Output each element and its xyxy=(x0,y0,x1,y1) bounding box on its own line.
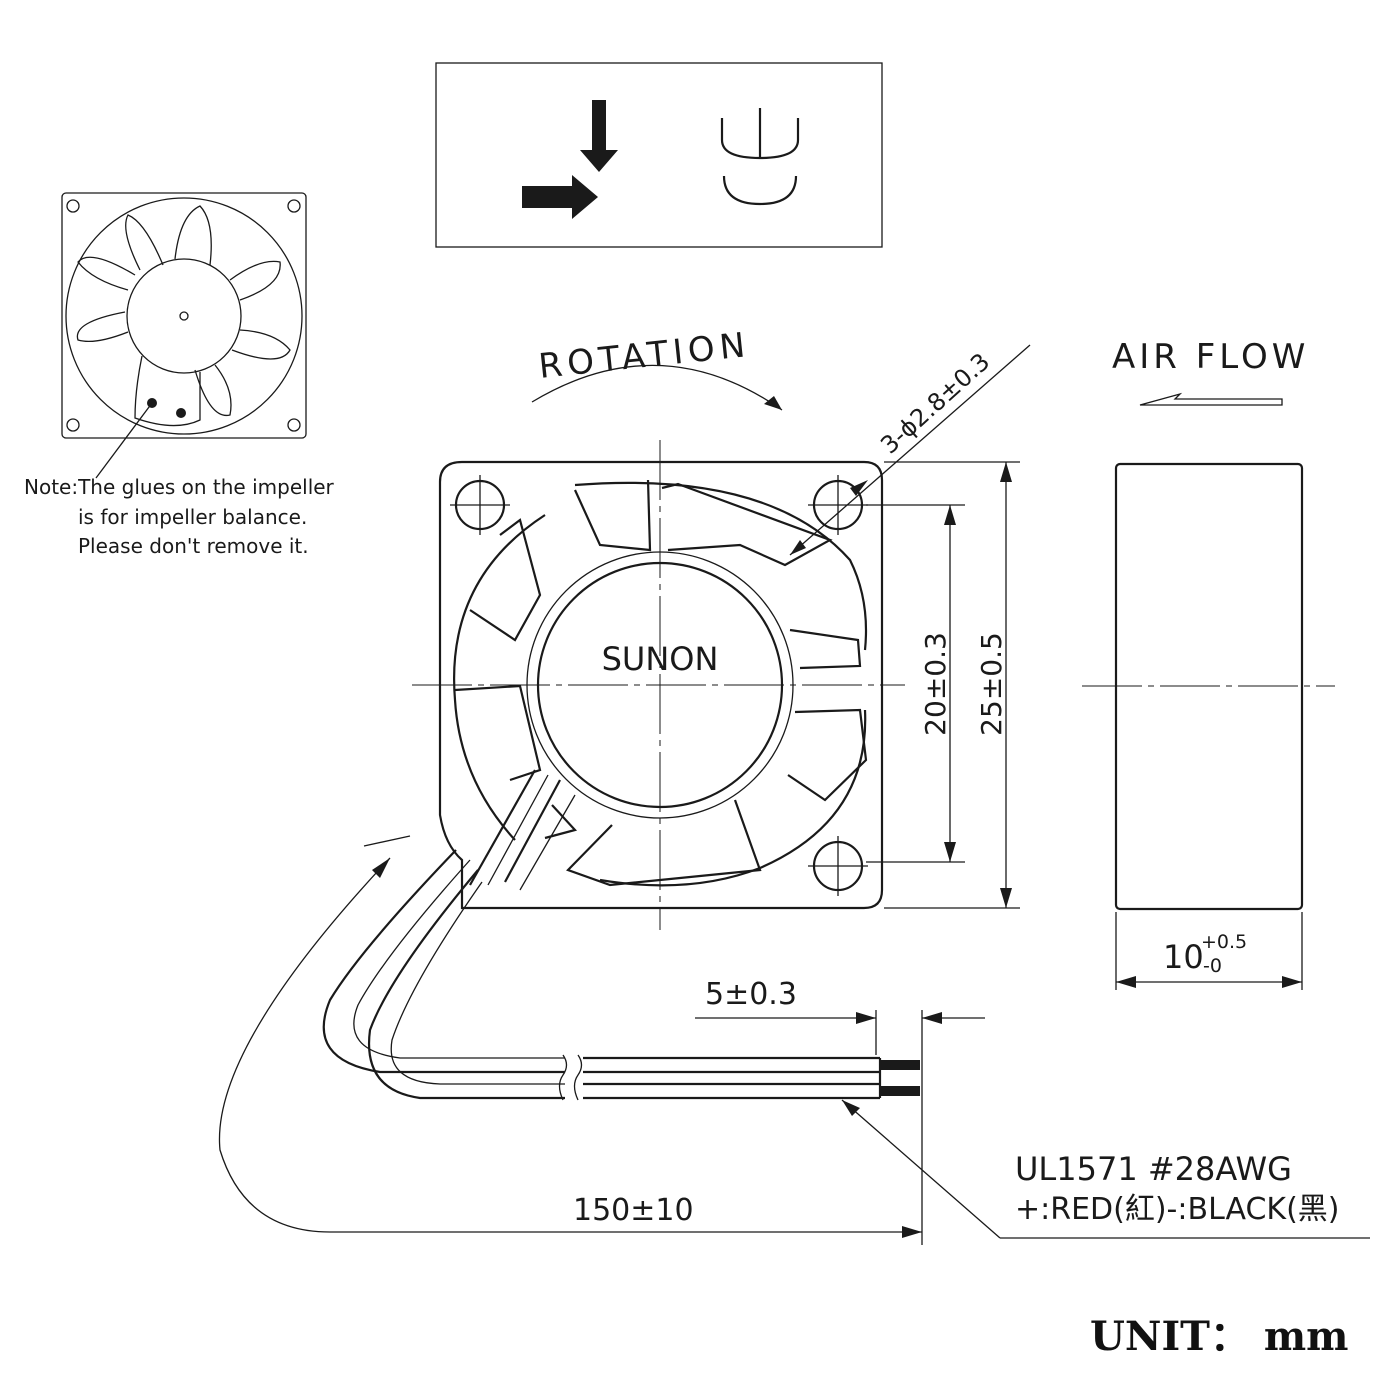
glue-dot xyxy=(176,408,186,418)
stripped-wire-end xyxy=(880,1060,920,1070)
air-flow-label: AIR FLOW xyxy=(1112,337,1309,377)
lead-length-label: 150±10 xyxy=(573,1193,694,1228)
wire-spec-line-1: UL1571 #28AWG xyxy=(1015,1150,1292,1188)
note-line-1: Note:The glues on the impeller xyxy=(24,475,335,499)
strip-length-label: 5±0.3 xyxy=(705,977,797,1012)
lead-wires xyxy=(322,849,920,1101)
stripped-wire-end xyxy=(880,1086,920,1096)
note-line-2: is for impeller balance. xyxy=(78,505,307,529)
hole-spec-label: 3-ϕ2.8±0.3 xyxy=(875,348,995,460)
small-impeller-blades xyxy=(76,205,291,427)
air-flow-indicator: AIR FLOW xyxy=(1112,337,1309,406)
dim-hole-pitch: 20±0.3 xyxy=(866,504,965,863)
marking-label-box xyxy=(435,62,883,248)
dim-strip-length: 5±0.3 xyxy=(695,977,985,1245)
thickness-tol-upper: +0.5 xyxy=(1201,931,1247,953)
hole-pitch-label: 20±0.3 xyxy=(919,632,952,736)
rotation-indicator: ROTATION xyxy=(531,325,783,411)
note-line-3: Please don't remove it. xyxy=(78,534,309,558)
impeller-note: Note:The glues on the impeller is for im… xyxy=(24,475,335,558)
dim-lead-length: 150±10 xyxy=(218,835,922,1238)
ul-recognized-mark-icon xyxy=(720,108,800,206)
dim-frame-size: 25±0.5 xyxy=(884,461,1020,909)
thickness-label: 10 xyxy=(1163,938,1204,976)
frame-size-label: 25±0.5 xyxy=(975,632,1008,736)
small-front-view xyxy=(61,192,307,479)
main-front-view: SUNON xyxy=(412,440,905,930)
thickness-tol-lower: -0 xyxy=(1203,955,1222,977)
mounting-holes xyxy=(450,475,868,896)
brand-label: SUNON xyxy=(602,640,719,678)
unit-label: UNIT： mm xyxy=(1090,1313,1349,1360)
hole-callout: 3-ϕ2.8±0.3 xyxy=(789,344,1031,556)
airflow-rotation-arrows-icon xyxy=(522,100,618,219)
wire-spec-line-2: +:RED(紅)-:BLACK(黑) xyxy=(1015,1192,1340,1227)
side-view: 10 +0.5 -0 xyxy=(1082,462,1335,990)
impeller-blades xyxy=(454,479,868,887)
wire-spec-callout: UL1571 #28AWG +:RED(紅)-:BLACK(黑) xyxy=(841,1099,1370,1239)
